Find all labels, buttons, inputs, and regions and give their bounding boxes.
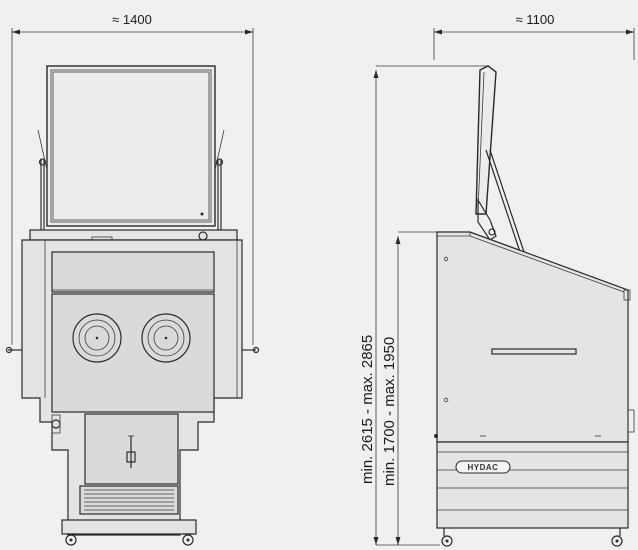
side-depth-label: ≈ 1100	[516, 12, 555, 27]
front-width-dimension: ≈ 1400	[11, 12, 254, 345]
side-lid	[475, 65, 525, 253]
side-depth-dimension: ≈ 1100	[433, 12, 635, 60]
side-cabinet	[434, 231, 635, 443]
front-base	[61, 519, 197, 546]
side-base: HYDAC	[436, 435, 629, 529]
front-cabinet	[5, 239, 260, 536]
height-dimensions: min. 2615 - max. 2865 min. 1700 - max. 1…	[359, 65, 488, 546]
side-view: ≈ 1100 min. 2615 - max. 2865 min. 1700 -…	[359, 12, 635, 547]
front-glove-port-left	[72, 313, 122, 363]
hydac-logo-text: HYDAC	[468, 463, 499, 472]
front-lower-compartment	[51, 413, 179, 485]
front-vent-grille	[79, 485, 179, 515]
front-width-label: ≈ 1400	[112, 12, 152, 27]
front-view: ≈ 1400	[5, 12, 260, 546]
front-lid	[46, 65, 216, 227]
body-height-label: min. 1700 - max. 1950	[381, 337, 398, 486]
front-glove-port-right	[141, 313, 191, 363]
hydac-logo-badge	[455, 460, 511, 474]
side-casters	[441, 528, 623, 547]
front-gas-struts	[37, 129, 225, 240]
total-height-label: min. 2615 - max. 2865	[359, 335, 376, 484]
